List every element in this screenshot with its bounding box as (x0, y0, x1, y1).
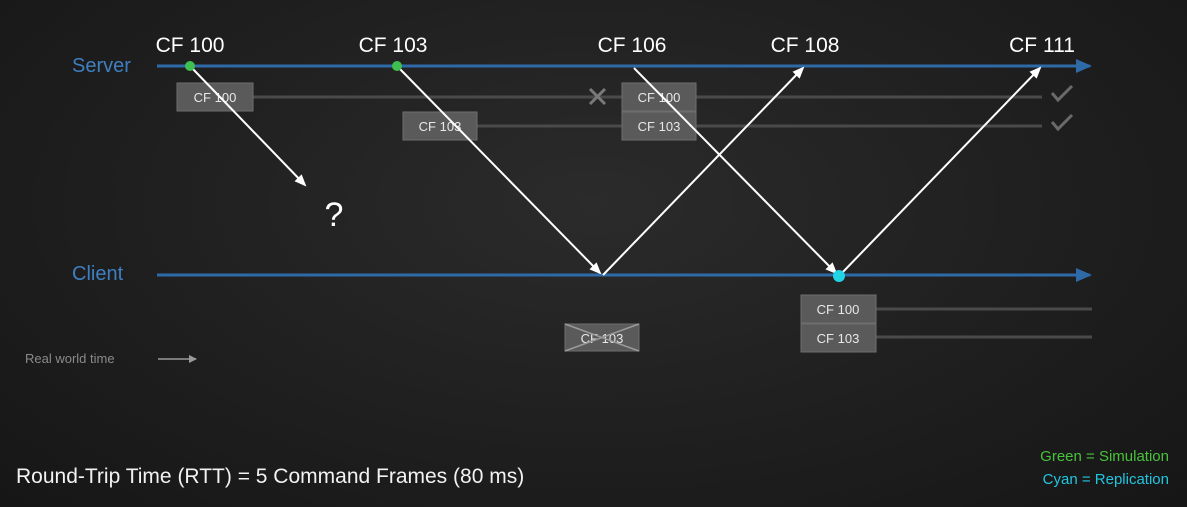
svg-text:CF 103: CF 103 (638, 119, 681, 134)
simulation-dot (392, 61, 402, 71)
svg-text:CF 103: CF 103 (419, 119, 462, 134)
server-box-cf103-resim: CF 103 (621, 111, 697, 141)
arrow-client-to-cf111 (839, 66, 1042, 276)
arrow-client-to-cf108 (602, 66, 805, 276)
svg-text:CF 100: CF 100 (817, 302, 860, 317)
client-lane-label: Client (72, 263, 124, 285)
check-icon (1050, 84, 1074, 103)
arrow-cf100-lost (189, 65, 307, 187)
frame-label-cf103: CF 103 (359, 34, 428, 57)
svg-text:CF 103: CF 103 (581, 331, 624, 346)
frame-label-cf108: CF 108 (771, 34, 840, 57)
legend-replication: Cyan = Replication (1043, 471, 1169, 488)
replication-dot (833, 270, 845, 282)
simulation-dot (185, 61, 195, 71)
frame-label-cf111: CF 111 (1009, 34, 1075, 57)
client-box-cf103: CF 103 (800, 323, 877, 353)
svg-text:CF 100: CF 100 (194, 90, 237, 105)
client-box-cf103-dropped: CF 103 (564, 323, 640, 352)
svg-text:CF 100: CF 100 (638, 90, 681, 105)
server-box-cf100-resim: CF 100 (621, 82, 697, 112)
dropped-x-icon (588, 87, 607, 106)
frame-label-cf100: CF 100 (156, 34, 225, 57)
server-box-cf100: CF 100 (176, 82, 254, 112)
legend-simulation: Green = Simulation (1040, 448, 1169, 465)
server-lane-label: Server (72, 55, 131, 77)
check-icon (1050, 113, 1074, 132)
arrow-cf106-to-client (633, 67, 838, 275)
client-box-cf100: CF 100 (800, 294, 877, 324)
question-mark: ? (325, 196, 344, 234)
frame-label-cf106: CF 106 (598, 34, 667, 57)
rtt-caption: Round-Trip Time (RTT) = 5 Command Frames… (16, 465, 524, 488)
svg-text:CF 103: CF 103 (817, 331, 860, 346)
arrow-cf103-to-client (396, 65, 602, 275)
real-world-time-label: Real world time (25, 351, 115, 366)
